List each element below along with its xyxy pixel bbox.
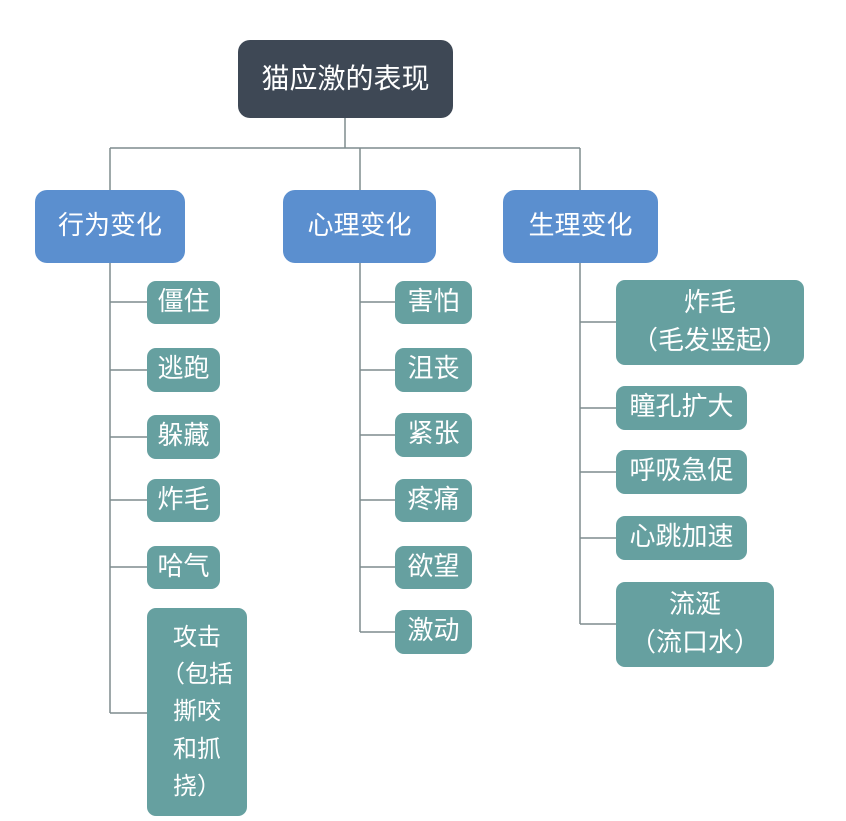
leaf-item: 瞳孔扩大 bbox=[616, 386, 747, 430]
leaf-item: 沮丧 bbox=[395, 348, 472, 392]
leaf-item: 哈气 bbox=[147, 546, 220, 589]
leaf-item: 攻击 （包括 撕咬 和抓 挠） bbox=[147, 608, 247, 816]
leaf-item: 害怕 bbox=[395, 281, 472, 324]
leaf-item: 呼吸急促 bbox=[616, 450, 747, 494]
leaf-item: 炸毛 （毛发竖起） bbox=[616, 280, 804, 365]
leaf-item: 流涎 （流口水） bbox=[616, 582, 774, 667]
branch-psychological: 心理变化 bbox=[283, 190, 436, 263]
leaf-item: 激动 bbox=[395, 610, 472, 654]
branch-behavior: 行为变化 bbox=[35, 190, 185, 263]
leaf-item: 紧张 bbox=[395, 413, 472, 457]
leaf-item: 心跳加速 bbox=[616, 516, 747, 560]
leaf-item: 僵住 bbox=[147, 281, 220, 324]
leaf-item: 欲望 bbox=[395, 546, 472, 589]
root-node: 猫应激的表现 bbox=[238, 40, 453, 118]
leaf-item: 炸毛 bbox=[147, 479, 220, 522]
branch-physiological: 生理变化 bbox=[503, 190, 658, 263]
leaf-item: 逃跑 bbox=[147, 348, 220, 392]
leaf-item: 躲藏 bbox=[147, 415, 220, 459]
leaf-item: 疼痛 bbox=[395, 479, 472, 522]
